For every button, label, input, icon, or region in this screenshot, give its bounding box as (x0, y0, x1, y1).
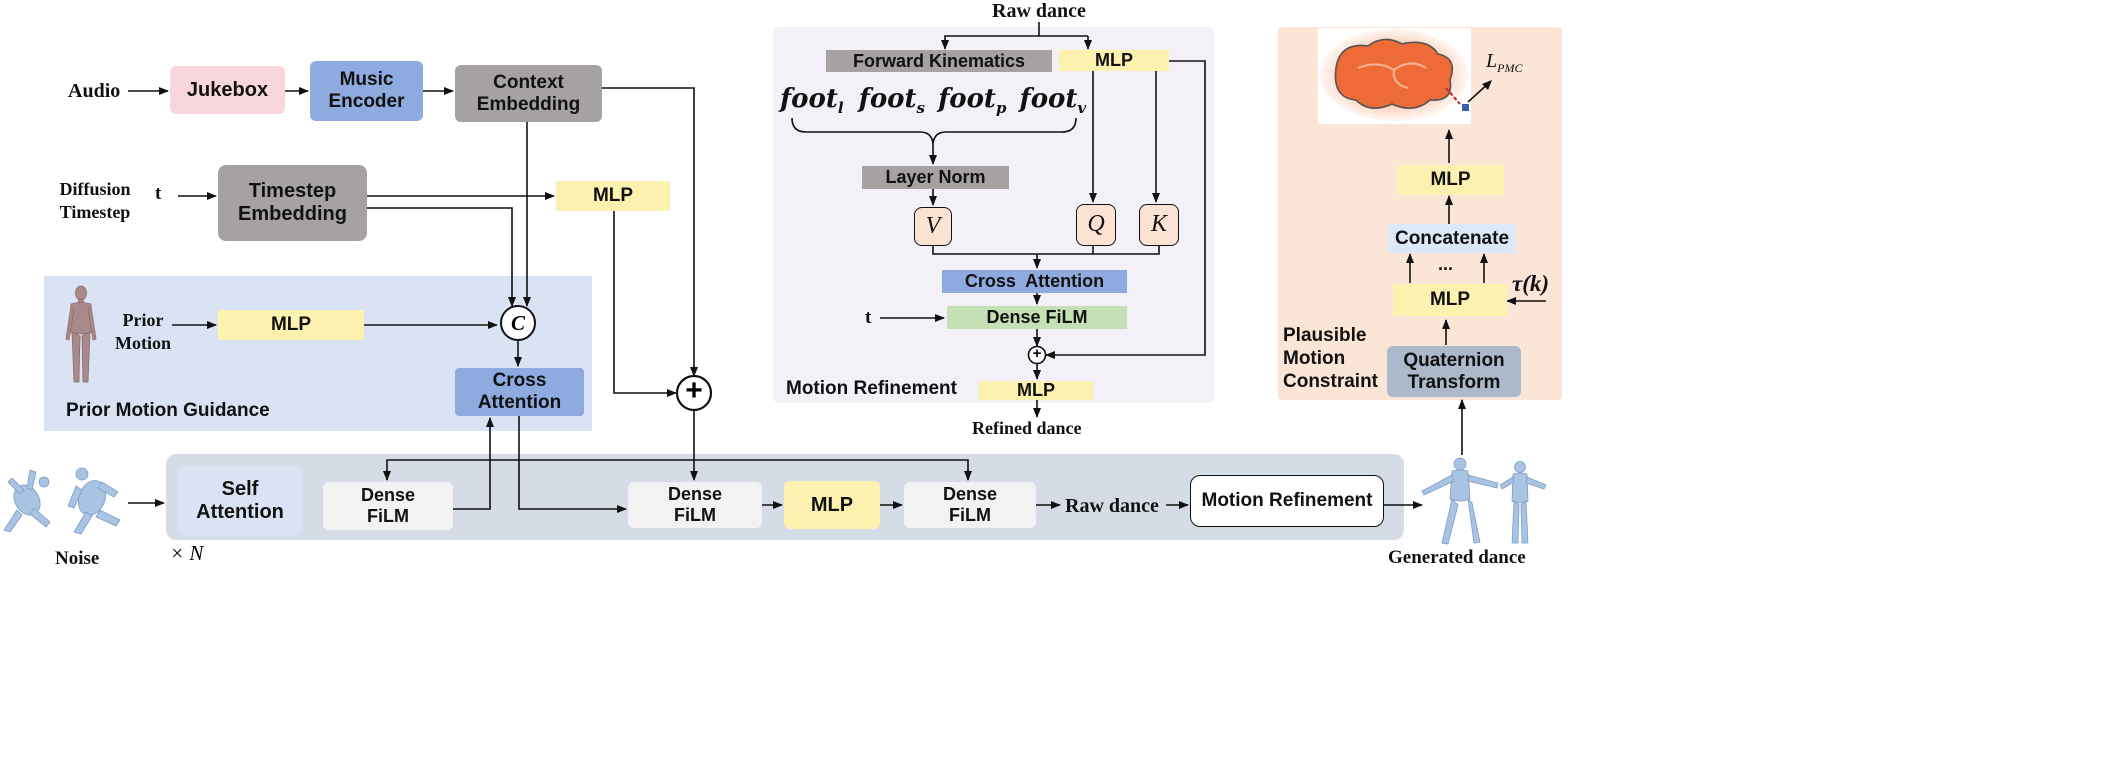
refinement-add-node (1027, 345, 1047, 365)
cross-attention-box: Cross Attention (455, 368, 584, 416)
audio-label: Audio (68, 80, 121, 102)
diffusion-timestep-label: Diffusion Timestep (59, 179, 131, 222)
dense-film-3-box: Dense FiLM (904, 482, 1036, 528)
tau-k-label: τ(k) (1512, 271, 1550, 296)
t-label: t (155, 183, 162, 204)
refinement-t-label: t (865, 307, 872, 328)
motion-refinement-box: Motion Refinement (1190, 475, 1384, 527)
refinement-dense-film-box: Dense FiLM (947, 306, 1127, 329)
add-node (675, 374, 713, 412)
noise-label: Noise (55, 548, 100, 569)
plausible-motion-constraint-title: Plausible Motion Constraint (1283, 325, 1378, 392)
refinement-mlp-bottom-box: MLP (979, 380, 1093, 400)
quaternion-transform-box: Quaternion Transform (1387, 346, 1521, 397)
refined-dance-label: Refined dance (972, 418, 1082, 438)
forward-kinematics-box: Forward Kinematics (826, 50, 1052, 72)
foot-terms: footl foots footp footv (780, 84, 1090, 117)
timestep-embedding-box: Timestep Embedding (218, 165, 367, 241)
context-embedding-box: Context Embedding (455, 65, 602, 122)
layer-norm-box: Layer Norm (862, 166, 1009, 189)
timestep-mlp-box: MLP (556, 181, 670, 211)
dense-film-1-box: Dense FiLM (323, 482, 453, 530)
foot-l-term: footl (780, 84, 844, 118)
concatenate-box: Concatenate (1388, 224, 1516, 253)
pmc-mlp-lower-box: MLP (1393, 284, 1507, 316)
prior-motion-guidance-title: Prior Motion Guidance (66, 400, 270, 421)
v-box: V (914, 207, 952, 246)
foot-v-term: footv (1019, 84, 1087, 118)
jukebox-box: Jukebox (170, 66, 285, 114)
k-box: K (1139, 204, 1179, 246)
refinement-raw-dance-label: Raw dance (992, 0, 1086, 22)
pmc-mlp-upper-box: MLP (1397, 165, 1504, 195)
pmc-heatmap-image (1318, 28, 1471, 124)
prior-motion-figure-icon (65, 285, 97, 383)
pmc-dots: ... (1438, 254, 1454, 274)
noise-figures-icon (3, 467, 121, 535)
refinement-cross-attention-box: Cross Attention (942, 270, 1127, 293)
motion-refinement-title: Motion Refinement (786, 378, 957, 399)
concat-node (500, 305, 536, 341)
generated-dance-figures-icon (1421, 457, 1547, 545)
dense-film-2-box: Dense FiLM (628, 482, 762, 528)
prior-mlp-box: MLP (218, 310, 364, 340)
foot-p-term: footp (938, 84, 1007, 118)
concat-symbol: C (510, 311, 525, 335)
raw-dance-label: Raw dance (1065, 495, 1159, 517)
times-n-label: × N (170, 541, 204, 565)
main-mlp-box: MLP (784, 481, 880, 529)
pmc-loss-arrow (1467, 80, 1492, 103)
self-attention-box: Self Attention (177, 466, 303, 536)
refinement-mlp-top-box: MLP (1059, 50, 1169, 71)
refinement-add-symbol: + (1032, 345, 1042, 362)
prior-motion-label: Prior Motion (115, 310, 171, 353)
generated-dance-label: Generated dance (1388, 547, 1526, 568)
q-box: Q (1076, 204, 1116, 246)
add-symbol: + (685, 374, 703, 407)
music-encoder-box: Music Encoder (310, 61, 423, 121)
pmc-loss-label: LPMC (1486, 50, 1523, 75)
foot-s-term: foots (858, 84, 925, 118)
